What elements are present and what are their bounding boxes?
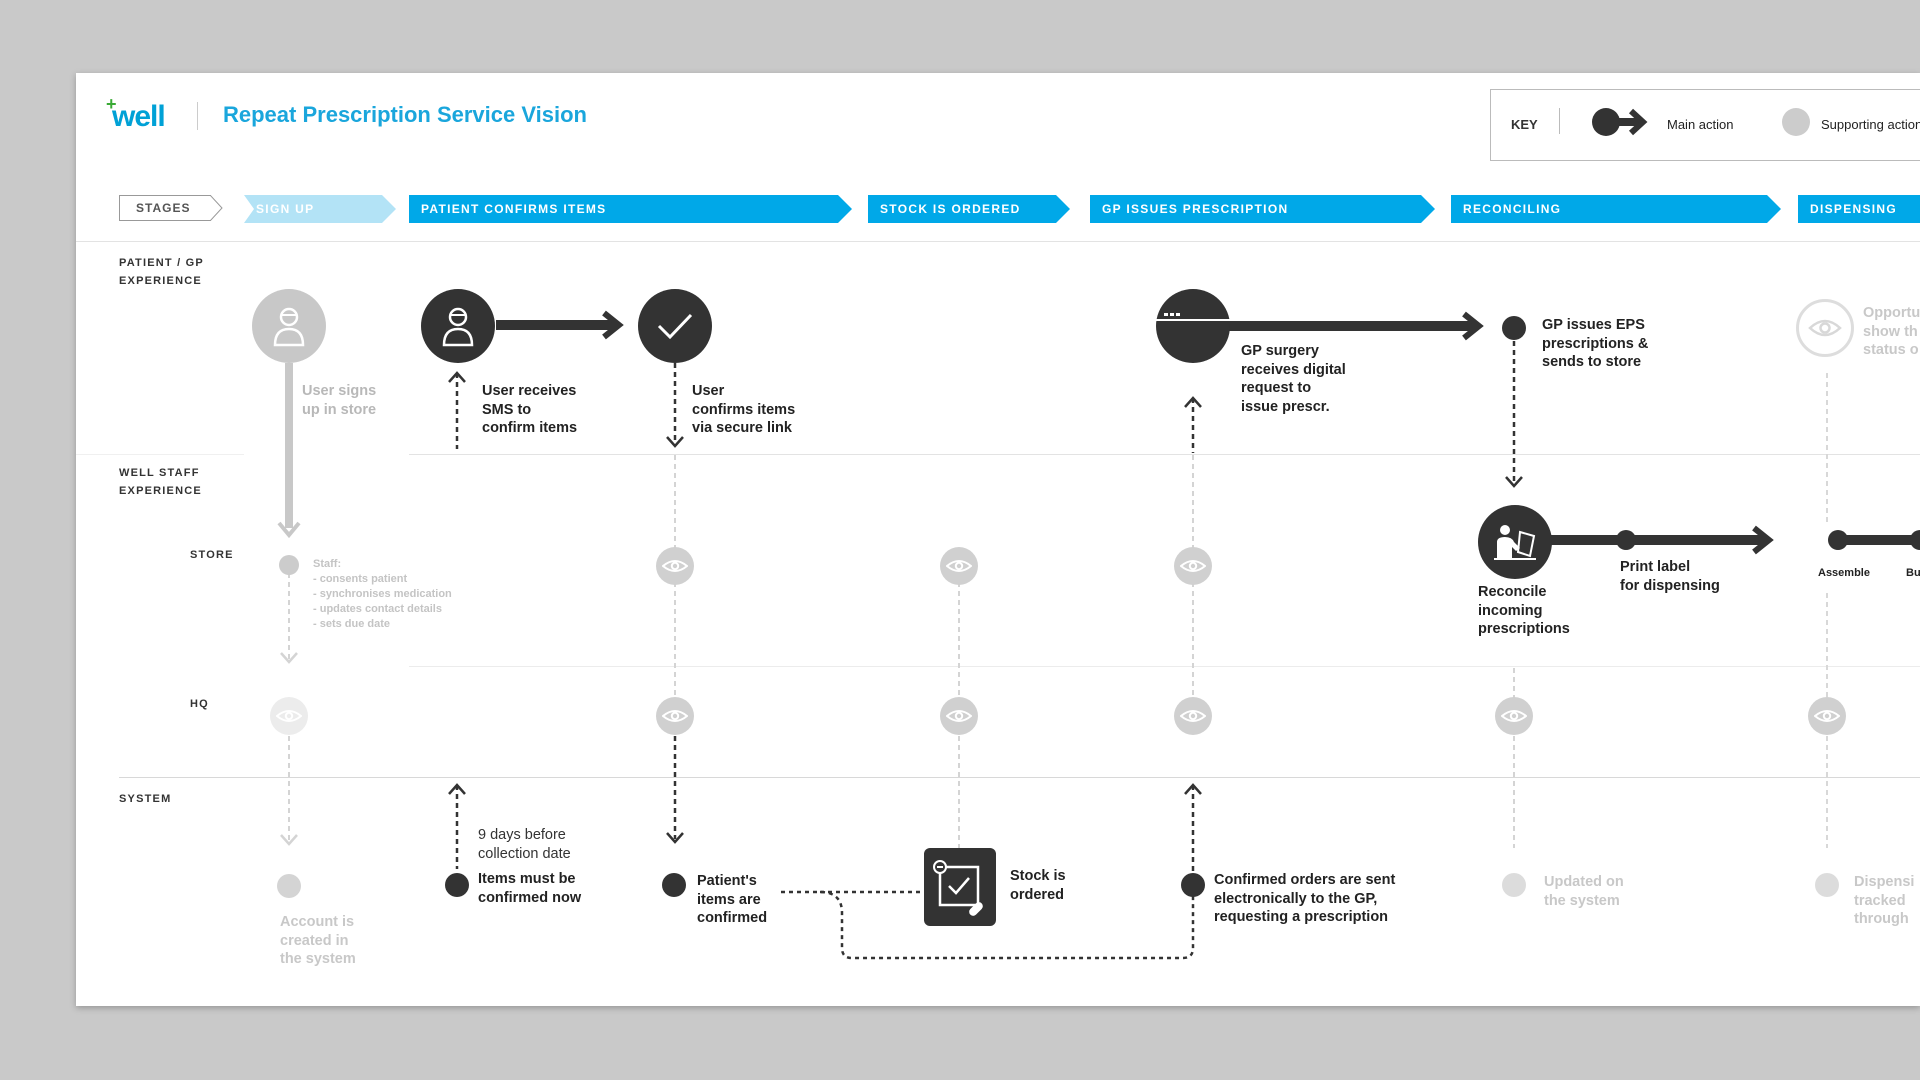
signup-hq-eye <box>270 697 308 735</box>
lane-divider <box>409 666 1920 667</box>
stock-store-eye <box>940 547 978 585</box>
staff-tasks-text: Staff:- consents patient- synchronises m… <box>313 558 452 630</box>
browser-window-icon <box>1156 313 1230 321</box>
dispensing-eye-node <box>1796 299 1854 357</box>
stock-ordered-node <box>924 848 996 926</box>
updated-system-node <box>1502 873 1526 897</box>
legend-key: KEY Main action Supporting action <box>1490 89 1920 161</box>
account-created-node <box>277 874 301 898</box>
stages-label: STAGES <box>119 195 211 221</box>
key-supporting-action-label: Supporting action <box>1821 117 1920 132</box>
header-divider <box>197 102 198 130</box>
eye-icon <box>946 560 972 572</box>
eps-node <box>1502 316 1526 340</box>
patient-icon <box>273 307 305 347</box>
sms-node <box>421 289 495 363</box>
gp-surgery-node <box>1156 289 1230 363</box>
checkmark-icon <box>657 313 693 340</box>
eye-icon <box>1180 710 1206 722</box>
eye-icon <box>1180 560 1206 572</box>
dispensing-hq-eye <box>1808 697 1846 735</box>
next-node <box>1910 530 1920 550</box>
lane-divider <box>409 454 1920 455</box>
signup-store-node <box>279 555 299 575</box>
bu-label: Bu <box>1906 567 1920 579</box>
eye-icon <box>1501 710 1527 722</box>
lane-system: SYSTEM <box>119 793 172 805</box>
lane-hq: HQ <box>190 698 209 710</box>
lane-divider <box>119 777 1920 778</box>
page-title: Repeat Prescription Service Vision <box>223 102 587 127</box>
stage-dispensing: DISPENSING <box>1798 195 1920 223</box>
confirmed-orders-node <box>1181 873 1205 897</box>
gp-store-eye <box>1174 547 1212 585</box>
confirm-store-eye <box>656 547 694 585</box>
stage-gp-issues-prescription: GP ISSUES PRESCRIPTION <box>1090 195 1435 223</box>
eye-icon <box>276 710 302 722</box>
print-label-node <box>1616 530 1636 550</box>
lane-divider <box>76 454 244 455</box>
items-must-be-confirmed-node <box>445 873 469 897</box>
stock-box-icon <box>933 860 983 916</box>
service-blueprint-board: +well Repeat Prescription Service Vision… <box>76 73 1920 1006</box>
stock-hq-eye <box>940 697 978 735</box>
eye-icon <box>946 710 972 722</box>
lane-divider <box>76 241 1920 242</box>
eye-icon <box>1808 319 1842 337</box>
well-logo: +well <box>106 94 166 133</box>
key-label: KEY <box>1511 117 1538 132</box>
stages-chevron-icon <box>210 195 223 221</box>
assemble-label: Assemble <box>1818 567 1870 579</box>
confirm-node <box>638 289 712 363</box>
stage-patient-confirms-items: PATIENT CONFIRMS ITEMS <box>409 195 852 223</box>
reconcile-hq-eye <box>1495 697 1533 735</box>
eye-icon <box>1814 710 1840 722</box>
key-divider <box>1559 108 1560 134</box>
eye-icon <box>662 710 688 722</box>
dispensing-system-node <box>1815 873 1839 897</box>
eye-icon <box>662 560 688 572</box>
key-main-action-label: Main action <box>1667 117 1734 132</box>
main-action-arrow-icon <box>1592 108 1648 136</box>
lane-store: STORE <box>190 549 234 561</box>
supporting-action-dot-icon <box>1782 108 1810 136</box>
connector-lines <box>277 310 1920 960</box>
stage-reconciling: RECONCILING <box>1451 195 1781 223</box>
patient-items-confirmed-node <box>662 873 686 897</box>
stage-sign-up: SIGN UP <box>244 195 396 223</box>
patient-icon <box>442 307 474 347</box>
stage-stock-is-ordered: STOCK IS ORDERED <box>868 195 1070 223</box>
reconcile-node <box>1478 505 1552 579</box>
gp-hq-eye <box>1174 697 1212 735</box>
signup-patient-node <box>252 289 326 363</box>
staff-at-computer-icon <box>1494 525 1536 560</box>
confirm-hq-eye <box>656 697 694 735</box>
assemble-node <box>1828 530 1848 550</box>
